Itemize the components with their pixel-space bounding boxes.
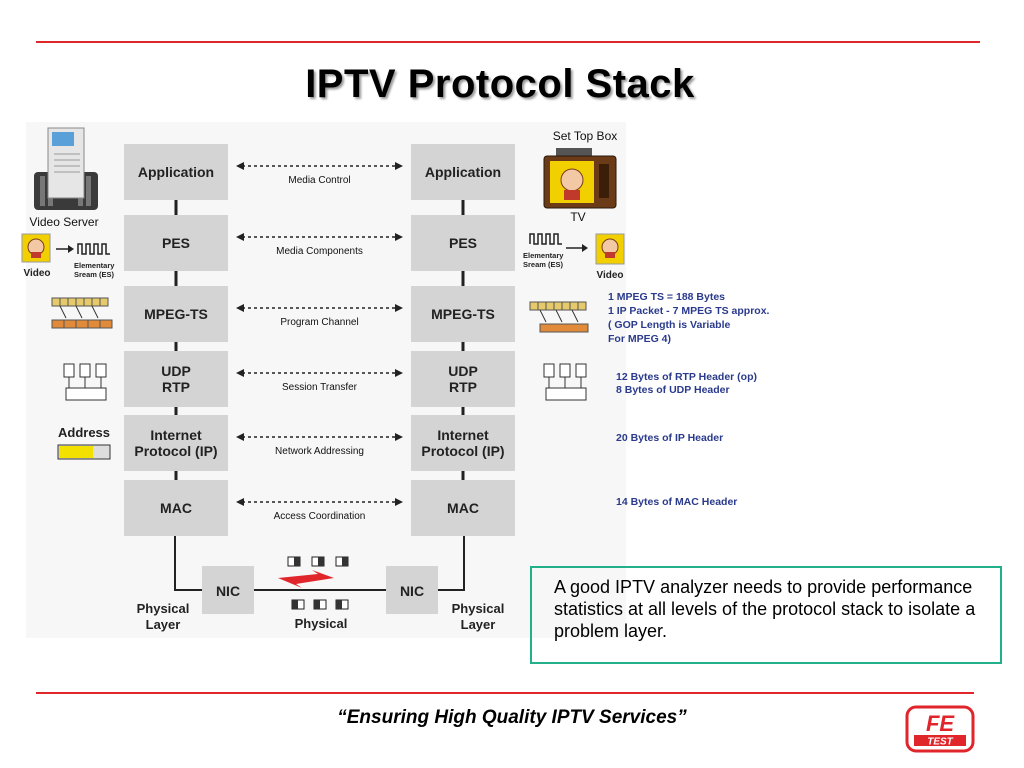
left-layer-box (124, 144, 228, 200)
peer-link-label: Program Channel (280, 317, 358, 328)
left-layer-box (124, 415, 228, 471)
left-layer-label: MPEG-TS (144, 306, 208, 322)
packet-icons-bottom (291, 599, 349, 610)
right-layer-box (411, 351, 515, 407)
tv-icon (543, 148, 617, 209)
peer-link-arrow-left (236, 498, 244, 506)
right-layer-box (411, 480, 515, 536)
peer-link-label: Media Components (276, 246, 363, 257)
peer-link-arrow-left (236, 304, 244, 312)
left-ts-packets-icon (51, 297, 113, 329)
peer-link-arrow-right (395, 304, 403, 312)
peer-link-arrow-right (395, 369, 403, 377)
peer-link-arrow-left (236, 162, 244, 170)
analyzer-callout: A good IPTV analyzer needs to provide pe… (530, 566, 1002, 664)
left-layer-label: Application (138, 164, 214, 180)
left-layer-label: PES (162, 235, 190, 251)
left-layer-box (124, 215, 228, 271)
diagram-panel (26, 122, 626, 638)
peer-link-arrow-left (236, 433, 244, 441)
peer-link-label: Session Transfer (282, 382, 358, 393)
right-layer-box (411, 144, 515, 200)
left-es-waveform-icon (77, 243, 110, 255)
tv-caption: TV (570, 210, 585, 224)
physical-center-label: Physical (295, 616, 348, 631)
peer-link-arrow-left (236, 233, 244, 241)
video-server-icon (34, 127, 98, 210)
right-physical-wire (438, 536, 465, 591)
right-layer-label: Application (425, 164, 501, 180)
peer-link-label: Network Addressing (275, 446, 364, 457)
right-layer-label: PES (449, 235, 477, 251)
bottom-rule (36, 692, 974, 694)
right-layer-box (411, 286, 515, 342)
nic-left-box (202, 566, 254, 614)
peer-link-arrow-left (236, 369, 244, 377)
right-layer-label: MPEG-TS (431, 306, 495, 322)
right-video-tile-icon (595, 233, 625, 265)
left-layer-box (124, 351, 228, 407)
packet-icons-top (287, 556, 349, 567)
slide-title: IPTV Protocol Stack (305, 62, 695, 106)
left-physical-wire (174, 536, 202, 591)
nic-right-label: NIC (400, 583, 424, 599)
left-video-caption: Video (23, 268, 50, 279)
svg-text:TEST: TEST (927, 737, 953, 748)
peer-link-label: Media Control (288, 175, 350, 186)
svg-text:FE: FE (926, 711, 955, 736)
left-udp-packets-icon (63, 363, 107, 401)
peer-link-label: Access Coordination (274, 511, 366, 522)
slide-footer: “Ensuring High Quality IPTV Services” (337, 707, 687, 728)
peer-link-arrow-right (395, 498, 403, 506)
left-layer-label: MAC (160, 500, 192, 516)
top-rule (36, 41, 980, 43)
right-layer-label: MAC (447, 500, 479, 516)
address-field-icon (57, 444, 111, 460)
left-video-tile-icon (21, 233, 51, 263)
set-top-box-caption: Set Top Box (553, 129, 618, 143)
peer-link-arrow-right (395, 233, 403, 241)
right-udp-packets-icon (543, 363, 587, 401)
fe-test-logo: FE TEST (905, 705, 975, 753)
right-layer-box (411, 215, 515, 271)
udp-rtp-note: 12 Bytes of RTP Header (op)8 Bytes of UD… (616, 371, 757, 396)
right-es-waveform-icon (529, 233, 562, 245)
right-ts-packets-icon (529, 301, 589, 333)
video-server-caption: Video Server (29, 215, 98, 229)
mac-note: 14 Bytes of MAC Header (616, 496, 737, 508)
left-layer-box (124, 480, 228, 536)
peer-link-arrow-right (395, 433, 403, 441)
right-layer-box (411, 415, 515, 471)
nic-left-label: NIC (216, 583, 240, 599)
nic-right-box (386, 566, 438, 614)
signal-bolt-icon (278, 570, 334, 588)
address-caption: Address (58, 425, 110, 440)
left-layer-box (124, 286, 228, 342)
peer-link-arrow-right (395, 162, 403, 170)
ip-note: 20 Bytes of IP Header (616, 432, 723, 444)
right-video-caption: Video (596, 270, 623, 281)
